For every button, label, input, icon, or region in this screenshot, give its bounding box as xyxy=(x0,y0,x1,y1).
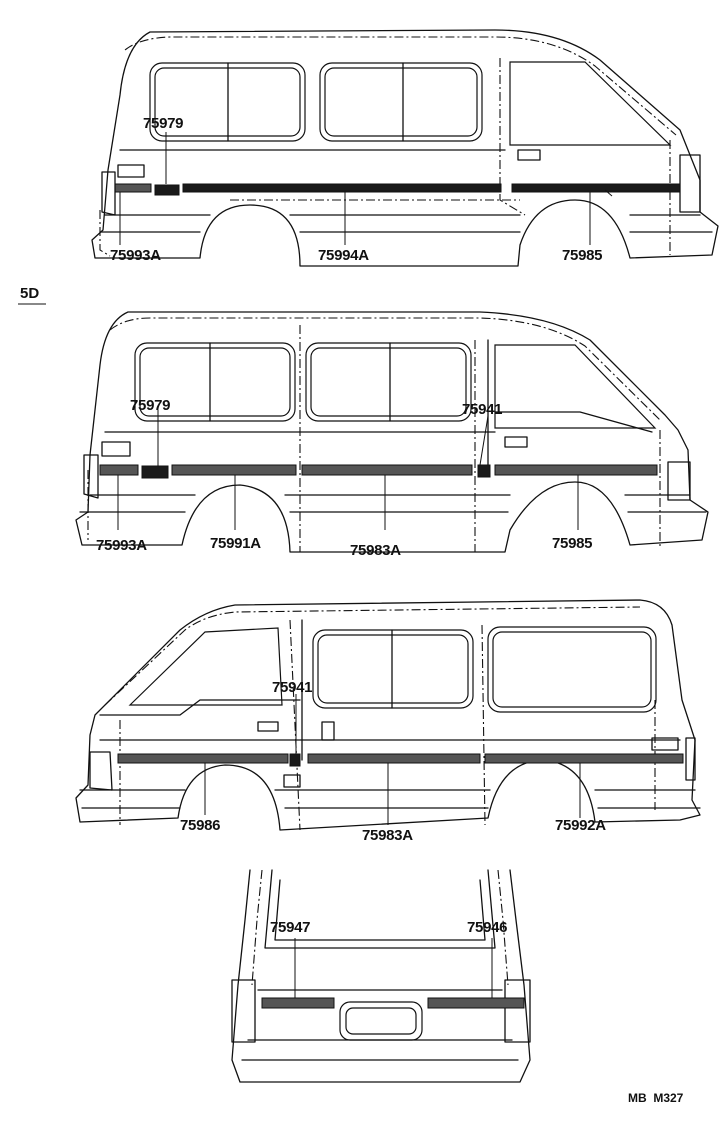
label-middle-75979: 75979 xyxy=(130,397,170,414)
label-lower-75986: 75986 xyxy=(180,817,220,834)
label-top-75994A: 75994A xyxy=(318,247,369,264)
van-view-top: 75979 75993A 75994A 75985 xyxy=(91,29,719,267)
label-lower-75983A: 75983A xyxy=(362,827,413,844)
label-rear-75946: 75946 xyxy=(467,919,507,936)
label-top-75993A: 75993A xyxy=(110,247,161,264)
label-middle-75993A: 75993A xyxy=(96,537,147,554)
van-view-middle: 75979 75941 75993A 75991A 75983A 75985 xyxy=(75,311,709,559)
label-top-75979: 75979 xyxy=(143,115,183,132)
footer-code: MB M327 xyxy=(628,1091,684,1105)
label-middle-75941: 75941 xyxy=(462,401,502,418)
label-lower-75941: 75941 xyxy=(272,679,312,696)
label-middle-75991A: 75991A xyxy=(210,535,261,552)
label-lower-75992A: 75992A xyxy=(555,817,606,834)
section-label: 5D xyxy=(20,285,39,302)
van-view-rear: 75947 75946 xyxy=(231,869,531,1083)
van-view-lower: 75941 75986 75983A 75992A xyxy=(75,599,701,844)
label-top-75985: 75985 xyxy=(562,247,602,264)
label-middle-75985: 75985 xyxy=(552,535,592,552)
label-middle-75983A: 75983A xyxy=(350,542,401,559)
label-rear-75947: 75947 xyxy=(270,919,310,936)
